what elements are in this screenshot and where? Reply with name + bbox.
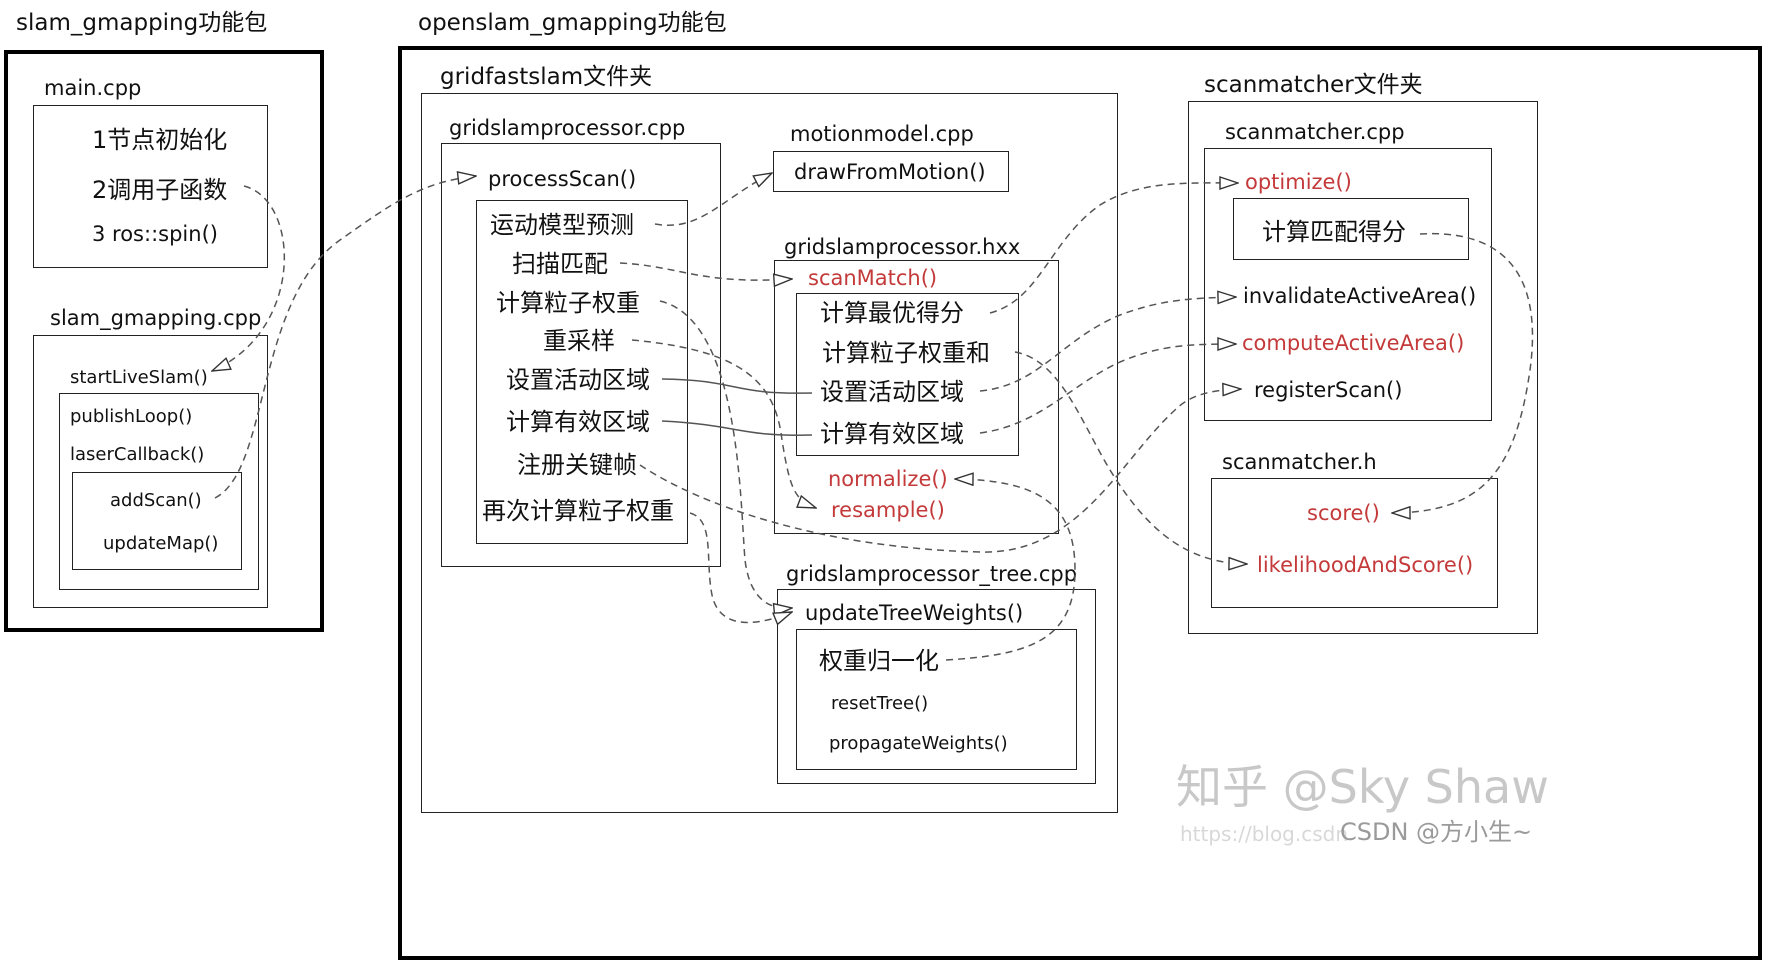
- hxx-step-best-score: 计算最优得分: [820, 299, 964, 327]
- openslam-gmapping-package-box: [398, 46, 1762, 960]
- process-step-register: 注册关键帧: [517, 451, 637, 479]
- process-step-motion: 运动模型预测: [490, 211, 634, 239]
- gridfastslam-folder-title: gridfastslam文件夹: [440, 64, 653, 90]
- fn-updatetreeweights: updateTreeWeights(): [805, 601, 1024, 625]
- fn-publishloop: publishLoop(): [70, 406, 193, 427]
- package-label-openslam-gmapping: openslam_gmapping功能包: [418, 10, 727, 36]
- process-step-weight: 计算粒子权重: [496, 289, 640, 317]
- process-step-valid-area: 计算有效区域: [506, 408, 650, 436]
- scanmatcher-h-box: [1211, 478, 1498, 608]
- package-label-slam-gmapping: slam_gmapping功能包: [16, 10, 268, 36]
- fn-addscan: addScan(): [110, 490, 202, 511]
- tree-cpp-title: gridslamprocessor_tree.cpp: [786, 562, 1078, 586]
- fn-likelihoodandscore: likelihoodAndScore(): [1257, 553, 1474, 577]
- fn-resample: resample(): [831, 498, 945, 522]
- fn-normalize: normalize(): [828, 467, 948, 491]
- processor-cpp-title: gridslamprocessor.cpp: [449, 116, 686, 140]
- hxx-step-weight-sum: 计算粒子权重和: [822, 339, 990, 367]
- scanmatcher-cpp-title: scanmatcher.cpp: [1225, 120, 1405, 144]
- lasercallback-inner-box: [72, 472, 242, 570]
- motionmodel-cpp-title: motionmodel.cpp: [790, 122, 974, 146]
- process-step-resample: 重采样: [543, 327, 615, 355]
- slam-gmapping-cpp-title: slam_gmapping.cpp: [50, 306, 262, 330]
- process-step-reweight: 再次计算粒子权重: [482, 497, 674, 525]
- main-step-2: 2调用子函数: [92, 176, 228, 204]
- watermark-csdn: CSDN @方小生~: [1340, 818, 1533, 846]
- fn-computeactivearea: computeActiveArea(): [1242, 331, 1465, 355]
- fn-drawfrommotion: drawFromMotion(): [794, 160, 986, 184]
- fn-invalidateactivearea: invalidateActiveArea(): [1243, 284, 1477, 308]
- motionmodel-cpp-box: [773, 151, 1009, 192]
- scanmatcher-h-title: scanmatcher.h: [1222, 450, 1377, 474]
- processor-hxx-title: gridslamprocessor.hxx: [784, 235, 1021, 259]
- updatetreeweights-inner-box: [796, 629, 1077, 770]
- tree-cpp-box: [777, 589, 1096, 784]
- fn-startliveslam: startLiveSlam(): [70, 367, 208, 388]
- hxx-step-active-area: 设置活动区域: [820, 378, 964, 406]
- fn-processscan: processScan(): [488, 167, 637, 191]
- process-step-scanmatch: 扫描匹配: [512, 250, 608, 278]
- fn-lasercallback: laserCallback(): [70, 444, 205, 465]
- fn-updatemap: updateMap(): [103, 533, 219, 554]
- fn-propagateweights: propagateWeights(): [829, 733, 1008, 754]
- main-step-3: 3 ros::spin(): [92, 222, 218, 246]
- scanmatcher-folder-title: scanmatcher文件夹: [1204, 72, 1423, 98]
- process-step-active-area: 设置活动区域: [506, 366, 650, 394]
- fn-score: score(): [1307, 501, 1380, 525]
- watermark-zhihu: 知乎 @Sky Shaw: [1176, 760, 1549, 814]
- fn-registerscan: registerScan(): [1254, 378, 1403, 402]
- fn-resettree: resetTree(): [831, 693, 929, 714]
- tree-step-normalize: 权重归一化: [819, 647, 939, 675]
- watermark-url: https://blog.csdn: [1180, 822, 1349, 846]
- scanmatcher-step-score: 计算匹配得分: [1262, 218, 1406, 246]
- fn-optimize: optimize(): [1245, 170, 1352, 194]
- main-cpp-title: main.cpp: [44, 76, 142, 100]
- fn-scanmatch: scanMatch(): [808, 266, 938, 290]
- main-step-1: 1节点初始化: [92, 126, 228, 154]
- hxx-step-valid-area: 计算有效区域: [820, 420, 964, 448]
